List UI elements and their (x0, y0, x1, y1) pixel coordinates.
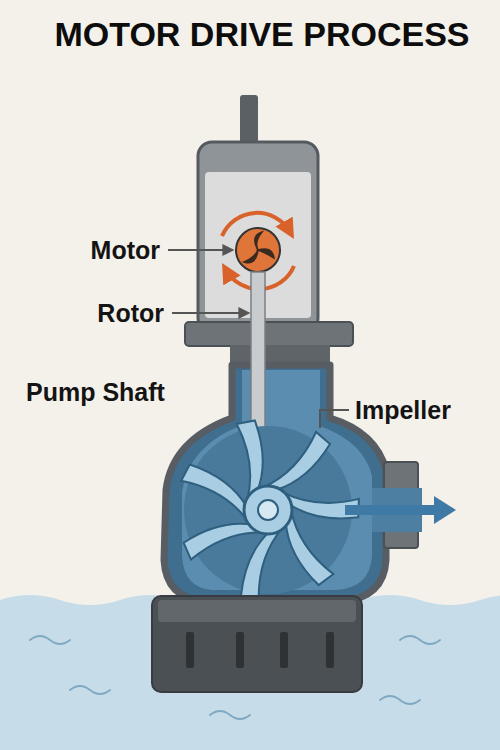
wave (380, 696, 420, 704)
rotor-swirl (244, 232, 274, 263)
pump-base (152, 596, 362, 692)
flow-arrow-head (434, 496, 456, 524)
inlet-slot (326, 632, 334, 668)
motor-flange (185, 322, 353, 346)
part-label: Rotor (97, 299, 164, 328)
inlet-slot (236, 632, 244, 668)
leader-line (168, 249, 232, 251)
impeller-hub (244, 486, 292, 534)
base-inlets (186, 632, 334, 668)
impeller-hub-bore (258, 500, 278, 520)
pump-casing (164, 365, 386, 602)
water (0, 595, 500, 750)
part-label-box: Impeller (355, 396, 451, 425)
wave (70, 686, 110, 694)
part-label: Impeller (355, 396, 451, 425)
impeller-symbol (178, 413, 368, 607)
flow-arrow (345, 505, 436, 515)
cable-gland (240, 95, 258, 145)
inlet-slot (280, 632, 288, 668)
impeller-blade (178, 454, 250, 533)
title-box: MOTOR DRIVE PROCESS (55, 16, 470, 53)
impeller-blade (262, 432, 330, 490)
part-label-box: Pump Shaft (26, 378, 165, 407)
part-label-box: Motor (91, 236, 160, 265)
part-label: Pump Shaft (26, 378, 165, 407)
title: MOTOR DRIVE PROCESS (55, 16, 470, 53)
inlet-slot (186, 632, 194, 668)
part-label: Motor (91, 236, 160, 265)
leader-line (320, 410, 349, 428)
leader-line (172, 312, 248, 314)
impeller-blade (221, 525, 307, 607)
base-band (158, 600, 356, 622)
wave (30, 636, 70, 644)
wave (210, 711, 250, 719)
rotor-symbol (236, 228, 280, 272)
part-label-box: Rotor (97, 299, 164, 328)
wave (400, 636, 440, 644)
